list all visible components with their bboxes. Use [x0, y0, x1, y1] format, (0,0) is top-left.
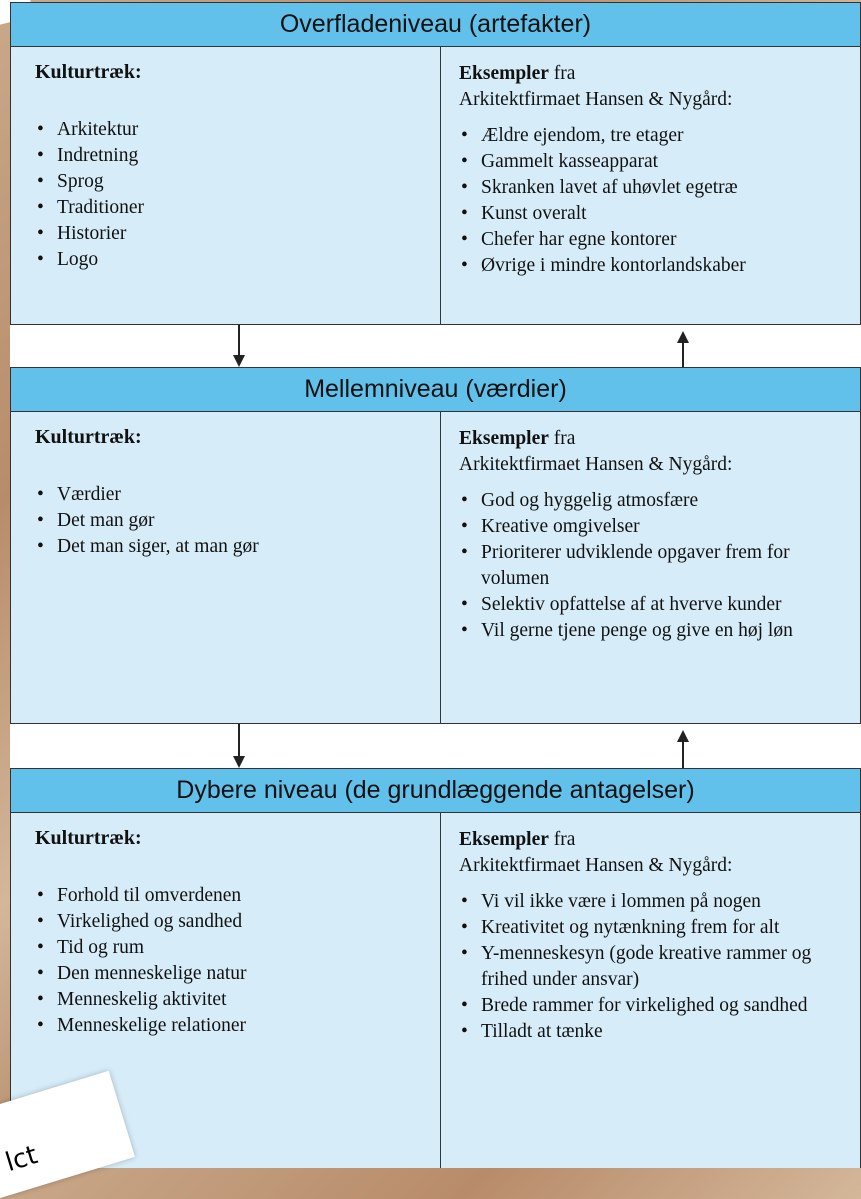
traits-heading: Kulturtræk: [35, 827, 142, 849]
list-item: Kreativitet og nytænkning frem for alt [459, 915, 839, 941]
list-item: Tilladt at tænke [459, 1019, 839, 1045]
level-surface-traits: Kulturtræk: ArkitekturIndretningSprogTra… [11, 47, 441, 324]
list-item: Øvrige i mindre kontorlandskaber [459, 253, 860, 279]
handwritten-note-text: lct [2, 1140, 42, 1179]
list-item: Historier [35, 221, 440, 247]
list-item: Brede rammer for virkelighed og sandhed [459, 993, 839, 1019]
traits-list: ArkitekturIndretningSprogTraditionerHist… [35, 117, 440, 273]
list-item: Virkelighed og sandhed [35, 909, 440, 935]
list-item: Selektiv opfattelse af at hverve kunder [459, 592, 849, 618]
level-values-examples: Eksempler fra Arkitektfirmaet Hansen & N… [441, 412, 860, 723]
examples-heading: Eksempler fra [459, 428, 576, 449]
list-item: Y-menneskesyn (gode kreative rammer og f… [459, 941, 839, 993]
examples-list: Ældre ejendom, tre etagerGammelt kasseap… [459, 123, 860, 279]
traits-list: VærdierDet man gørDet man siger, at man … [35, 482, 440, 560]
traits-heading: Kulturtræk: [35, 61, 142, 83]
list-item: Ældre ejendom, tre etager [459, 123, 860, 149]
list-item: Det man siger, at man gør [35, 534, 440, 560]
examples-company: Arkitektfirmaet Hansen & Nygård: [459, 454, 733, 475]
list-item: Værdier [35, 482, 440, 508]
list-item: Skranken lavet af uhøvlet egetræ [459, 175, 860, 201]
level-surface-examples: Eksempler fra Arkitektfirmaet Hansen & N… [441, 47, 860, 324]
level-values-title: Mellemniveau (værdier) [11, 368, 860, 412]
list-item: Kunst overalt [459, 201, 860, 227]
arrow-up-icon [677, 724, 689, 768]
traits-list: Forhold til omverdenenVirkelighed og san… [35, 883, 440, 1039]
examples-heading: Eksempler fra [459, 829, 576, 850]
arrow-down-icon [233, 325, 245, 367]
list-item: Den menneskelige natur [35, 961, 440, 987]
level-values: Mellemniveau (værdier) Kulturtræk: Værdi… [10, 367, 861, 724]
list-item: Chefer har egne kontorer [459, 227, 860, 253]
arrow-up-icon [677, 325, 689, 367]
list-item: Traditioner [35, 195, 440, 221]
level-surface: Overfladeniveau (artefakter) Kulturtræk:… [10, 2, 861, 325]
list-item: Logo [35, 247, 440, 273]
list-item: Kreative omgivelser [459, 514, 849, 540]
list-item: Sprog [35, 169, 440, 195]
level-values-traits: Kulturtræk: VærdierDet man gørDet man si… [11, 412, 441, 723]
arrow-down-icon [233, 724, 245, 768]
traits-heading: Kulturtræk: [35, 426, 142, 448]
examples-list: God og hyggelig atmosfæreKreative omgive… [459, 488, 849, 644]
list-item: Gammelt kasseapparat [459, 149, 860, 175]
examples-company: Arkitektfirmaet Hansen & Nygård: [459, 89, 733, 110]
list-item: God og hyggelig atmosfære [459, 488, 849, 514]
list-item: Vil gerne tjene penge og give en høj løn [459, 618, 849, 644]
level-basic-traits: Kulturtræk: Forhold til omverdenenVirkel… [11, 813, 441, 1168]
level-basic-examples: Eksempler fra Arkitektfirmaet Hansen & N… [441, 813, 860, 1168]
level-basic-title: Dybere niveau (de grundlæggende antagels… [11, 769, 860, 813]
examples-list: Vi vil ikke være i lommen på nogenKreati… [459, 889, 839, 1045]
list-item: Arkitektur [35, 117, 440, 143]
list-item: Prioriterer udviklende opgaver frem for … [459, 540, 849, 592]
examples-heading: Eksempler fra [459, 63, 576, 84]
list-item: Forhold til omverdenen [35, 883, 440, 909]
examples-company: Arkitektfirmaet Hansen & Nygård: [459, 855, 733, 876]
level-basic-assumptions: Dybere niveau (de grundlæggende antagels… [10, 768, 861, 1168]
culture-levels-diagram: Overfladeniveau (artefakter) Kulturtræk:… [10, 2, 861, 1168]
list-item: Menneskelige relationer [35, 1013, 440, 1039]
list-item: Indretning [35, 143, 440, 169]
list-item: Menneskelig aktivitet [35, 987, 440, 1013]
list-item: Vi vil ikke være i lommen på nogen [459, 889, 839, 915]
level-surface-title: Overfladeniveau (artefakter) [11, 3, 860, 47]
list-item: Det man gør [35, 508, 440, 534]
list-item: Tid og rum [35, 935, 440, 961]
